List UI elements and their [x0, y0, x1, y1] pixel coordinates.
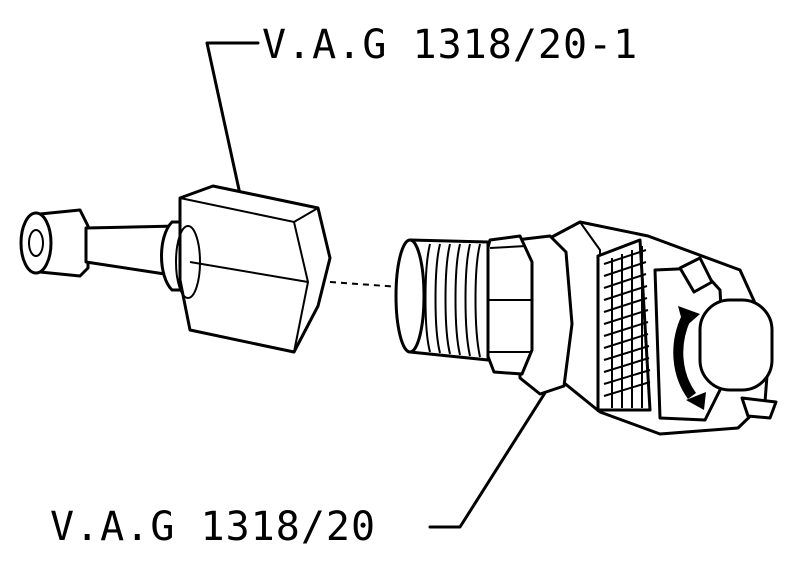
label-vag-1318-20-1: V.A.G 1318/20-1	[262, 22, 638, 68]
rotation-arrow	[673, 315, 697, 399]
stem-end-face	[394, 238, 426, 354]
lever-tab-lower	[740, 396, 778, 420]
barb-bore	[28, 229, 44, 257]
lock-nut	[482, 234, 534, 376]
adapter-1318-20-1	[19, 184, 332, 354]
assembly-axis-line	[329, 281, 401, 288]
hex-nut	[178, 184, 332, 354]
label-vag-1318-20: V.A.G 1318/20	[50, 504, 376, 550]
lever-tab	[678, 256, 714, 294]
leader-line-bottom	[428, 383, 552, 529]
hex-nut-face	[175, 225, 201, 299]
release-button	[698, 298, 774, 392]
leader-line-top	[205, 41, 260, 210]
rotation-arrow-head	[678, 306, 700, 328]
lock-nut-edges	[486, 245, 532, 353]
barb-opening	[19, 211, 53, 275]
coupling-1318-20	[394, 220, 778, 436]
rotation-arrow-tail	[686, 392, 706, 410]
knurled-ring	[596, 238, 652, 412]
hex-nut-edge-3	[189, 261, 309, 283]
stem-threads	[424, 243, 481, 358]
